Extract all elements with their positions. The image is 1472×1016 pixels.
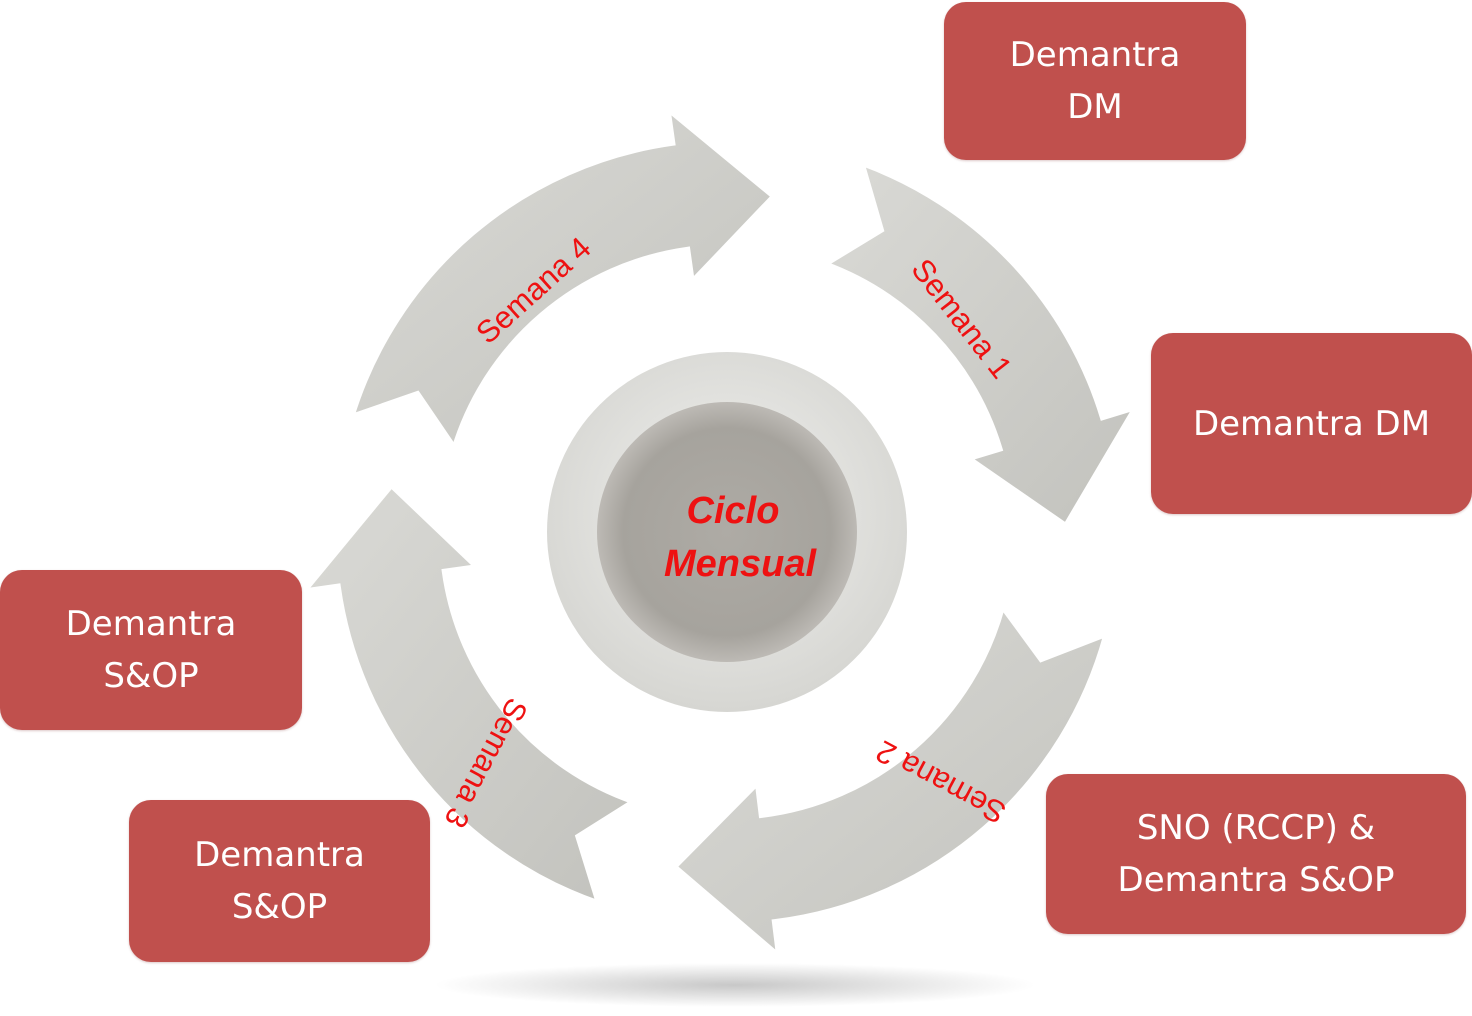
- floor-shadow: [435, 963, 1035, 1007]
- tool-box-bottom-right-line2: Demantra S&OP: [1117, 860, 1395, 900]
- week-1-arrow: [817, 157, 1143, 531]
- tool-box-bottom-right: SNO (RCCP) & Demantra S&OP: [1046, 774, 1466, 934]
- week-2-arrow: [669, 598, 1112, 965]
- tool-box-left-line1: Demantra: [65, 604, 237, 644]
- tool-box-bottom-left-line2: S&OP: [231, 887, 328, 927]
- week-3-arrow: [295, 480, 642, 909]
- tool-box-bottom-right-line1: SNO (RCCP) &: [1136, 808, 1376, 848]
- tool-box-top-right: Demantra DM: [944, 2, 1246, 160]
- tool-box-left-line2: S&OP: [103, 656, 199, 696]
- tool-box-top-right-line1: Demantra: [1009, 35, 1181, 75]
- cycle-arrows: [295, 100, 1143, 965]
- tool-box-left: Demantra S&OP: [0, 570, 302, 730]
- week-4-arrow: [346, 100, 779, 456]
- center-title-line2: Mensual: [664, 543, 817, 585]
- tool-box-top-right-line2: DM: [1067, 87, 1123, 127]
- center-inner-disc: [597, 402, 857, 662]
- center-title-line1: Ciclo: [687, 490, 780, 532]
- tool-box-bottom-left: Demantra S&OP: [129, 800, 430, 962]
- tool-box-right: Demantra DM: [1151, 333, 1472, 514]
- tool-box-right-line1: Demantra DM: [1192, 403, 1431, 444]
- tool-box-bottom-left-line1: Demantra: [194, 835, 365, 875]
